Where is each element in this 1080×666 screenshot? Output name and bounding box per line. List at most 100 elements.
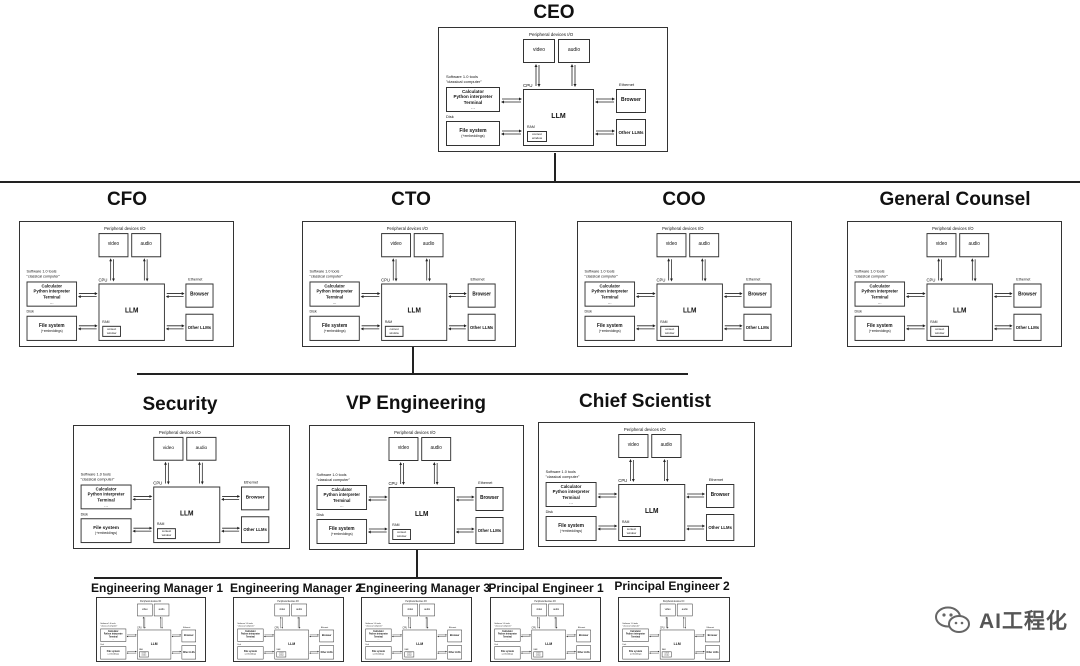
llm-label: LLM bbox=[416, 642, 424, 647]
llm-box: LLM bbox=[656, 283, 723, 341]
context-label: context bbox=[397, 530, 407, 535]
tool-python: Python interpreter bbox=[323, 492, 361, 498]
tool-python: Python interpreter bbox=[497, 632, 517, 636]
ethernet-label: Ethernet bbox=[243, 479, 259, 485]
video-label: video bbox=[627, 442, 639, 449]
disk-label: Disk bbox=[446, 114, 454, 119]
tool-more: ... bbox=[569, 499, 573, 505]
other-llms-box: Other LLMs bbox=[319, 645, 334, 660]
llm-box: LLM bbox=[98, 283, 165, 341]
tools-box: Calculator Python interpreter Terminal .… bbox=[545, 482, 597, 507]
tool-python: Python interpreter bbox=[861, 288, 899, 294]
tools-box: Calculator Python interpreter Terminal .… bbox=[446, 87, 500, 112]
software-label-line2: "classical computer" bbox=[80, 476, 115, 482]
tool-calculator: Calculator bbox=[95, 486, 117, 492]
window-label: window bbox=[664, 330, 675, 335]
tool-terminal: Terminal bbox=[97, 496, 115, 502]
cpu-label: CPU bbox=[618, 478, 628, 483]
wechat-icon bbox=[935, 606, 970, 633]
file-system-label: File system bbox=[371, 649, 385, 653]
browser-label: Browser bbox=[245, 494, 265, 501]
tool-terminal: Terminal bbox=[601, 294, 619, 300]
tool-more: ... bbox=[50, 299, 54, 305]
software-label: Software 1.0 tools "classical computer" bbox=[237, 622, 254, 627]
context-label: context bbox=[389, 326, 399, 331]
embeddings-label: (+embeddings) bbox=[372, 653, 385, 656]
audio-box: audio bbox=[689, 233, 720, 258]
video-box: video bbox=[618, 434, 649, 458]
embeddings-label: (+embeddings) bbox=[461, 134, 485, 139]
file-system-label: File system bbox=[867, 322, 893, 329]
video-label: video bbox=[935, 241, 948, 248]
tools-box: Calculator Python interpreter Terminal .… bbox=[854, 281, 906, 307]
disk-label: Disk bbox=[80, 511, 88, 517]
browser-box: Browser bbox=[319, 629, 334, 643]
software-label-line2: "classical computer" bbox=[446, 78, 482, 84]
peripheral-label: Peripheral devices I/O bbox=[623, 427, 666, 432]
peripheral-label: Peripheral devices I/O bbox=[158, 429, 201, 435]
node-cto: Peripheral devices I/O video audio Softw… bbox=[302, 221, 516, 347]
node-engineering-manager-2: Peripheral devices I/O video audio Softw… bbox=[233, 597, 344, 662]
software-label-line2: "classical computer" bbox=[494, 624, 512, 627]
context-window-box: context window bbox=[102, 325, 121, 337]
file-system-box: File system (+embeddings) bbox=[545, 516, 597, 541]
tool-calculator: Calculator bbox=[560, 484, 582, 490]
browser-box: Browser bbox=[616, 89, 646, 113]
window-label: window bbox=[664, 653, 670, 656]
window-label: window bbox=[161, 532, 172, 537]
tools-box: Calculator Python interpreter Terminal .… bbox=[584, 281, 636, 307]
tool-more: ... bbox=[471, 104, 475, 110]
tool-python: Python interpreter bbox=[240, 632, 260, 636]
window-label: window bbox=[396, 533, 407, 538]
ethernet-label: Ethernet bbox=[448, 626, 457, 629]
embeddings-label: (+embeddings) bbox=[95, 531, 118, 536]
context-label: context bbox=[626, 527, 637, 532]
llm-os-diagram: Peripheral devices I/O video audio Softw… bbox=[578, 222, 791, 346]
context-window-box: context window bbox=[139, 651, 149, 658]
audio-box: audio bbox=[548, 603, 564, 617]
other-llms-box: Other LLMs bbox=[705, 514, 735, 541]
other-llms-label: Other LLMs bbox=[1015, 324, 1040, 330]
tool-more: ... bbox=[112, 637, 115, 641]
context-window-box: context window bbox=[622, 526, 641, 537]
tool-terminal: Terminal bbox=[502, 635, 512, 638]
tool-more: ... bbox=[104, 502, 108, 508]
title-engineering-manager-3: Engineering Manager 3 bbox=[358, 581, 491, 595]
software-label-line1: Software 1.0 tools bbox=[309, 268, 340, 274]
title-engineering-manager-2: Engineering Manager 2 bbox=[230, 581, 363, 595]
software-label: Software 1.0 tools "classical computer" bbox=[585, 269, 618, 278]
title-chief-scientist: Chief Scientist bbox=[579, 391, 711, 412]
other-llms-box: Other LLMs bbox=[705, 645, 720, 660]
window-label: window bbox=[934, 330, 945, 335]
ram-label: RAM bbox=[157, 522, 165, 527]
audio-box: audio bbox=[186, 436, 217, 461]
disk-label: Disk bbox=[26, 308, 34, 314]
ram-label: RAM bbox=[661, 648, 666, 651]
tool-python: Python interpreter bbox=[453, 94, 493, 100]
browser-label: Browser bbox=[184, 633, 194, 638]
browser-box: Browser bbox=[705, 629, 720, 643]
other-llms-label: Other LLMs bbox=[187, 324, 212, 330]
audio-box: audio bbox=[291, 603, 307, 617]
file-system-box: File system (+embeddings) bbox=[494, 646, 521, 660]
cpu-label: CPU bbox=[926, 277, 936, 283]
other-llms-label: Other LLMs bbox=[243, 527, 267, 533]
software-label-line2: "classical computer" bbox=[237, 624, 255, 627]
watermark-text: AI工程化 bbox=[979, 610, 1068, 633]
embeddings-label: (+embeddings) bbox=[560, 529, 583, 534]
software-label-line1: Software 1.0 tools bbox=[80, 471, 111, 477]
browser-box: Browser bbox=[240, 486, 270, 511]
disk-label: Disk bbox=[309, 308, 317, 314]
tool-calculator: Calculator bbox=[373, 629, 384, 633]
audio-label: audio bbox=[660, 442, 673, 449]
audio-label: audio bbox=[430, 445, 442, 452]
cpu-label: CPU bbox=[531, 626, 537, 630]
disk-label: Disk bbox=[622, 642, 627, 646]
tool-calculator: Calculator bbox=[107, 629, 119, 633]
connector-level1-bus bbox=[0, 181, 1080, 183]
other-llms-box: Other LLMs bbox=[467, 313, 496, 341]
video-box: video bbox=[659, 603, 676, 617]
ethernet-label: Ethernet bbox=[188, 276, 203, 282]
context-window-box: context window bbox=[276, 651, 287, 658]
node-cfo: Peripheral devices I/O video audio Softw… bbox=[19, 221, 234, 347]
